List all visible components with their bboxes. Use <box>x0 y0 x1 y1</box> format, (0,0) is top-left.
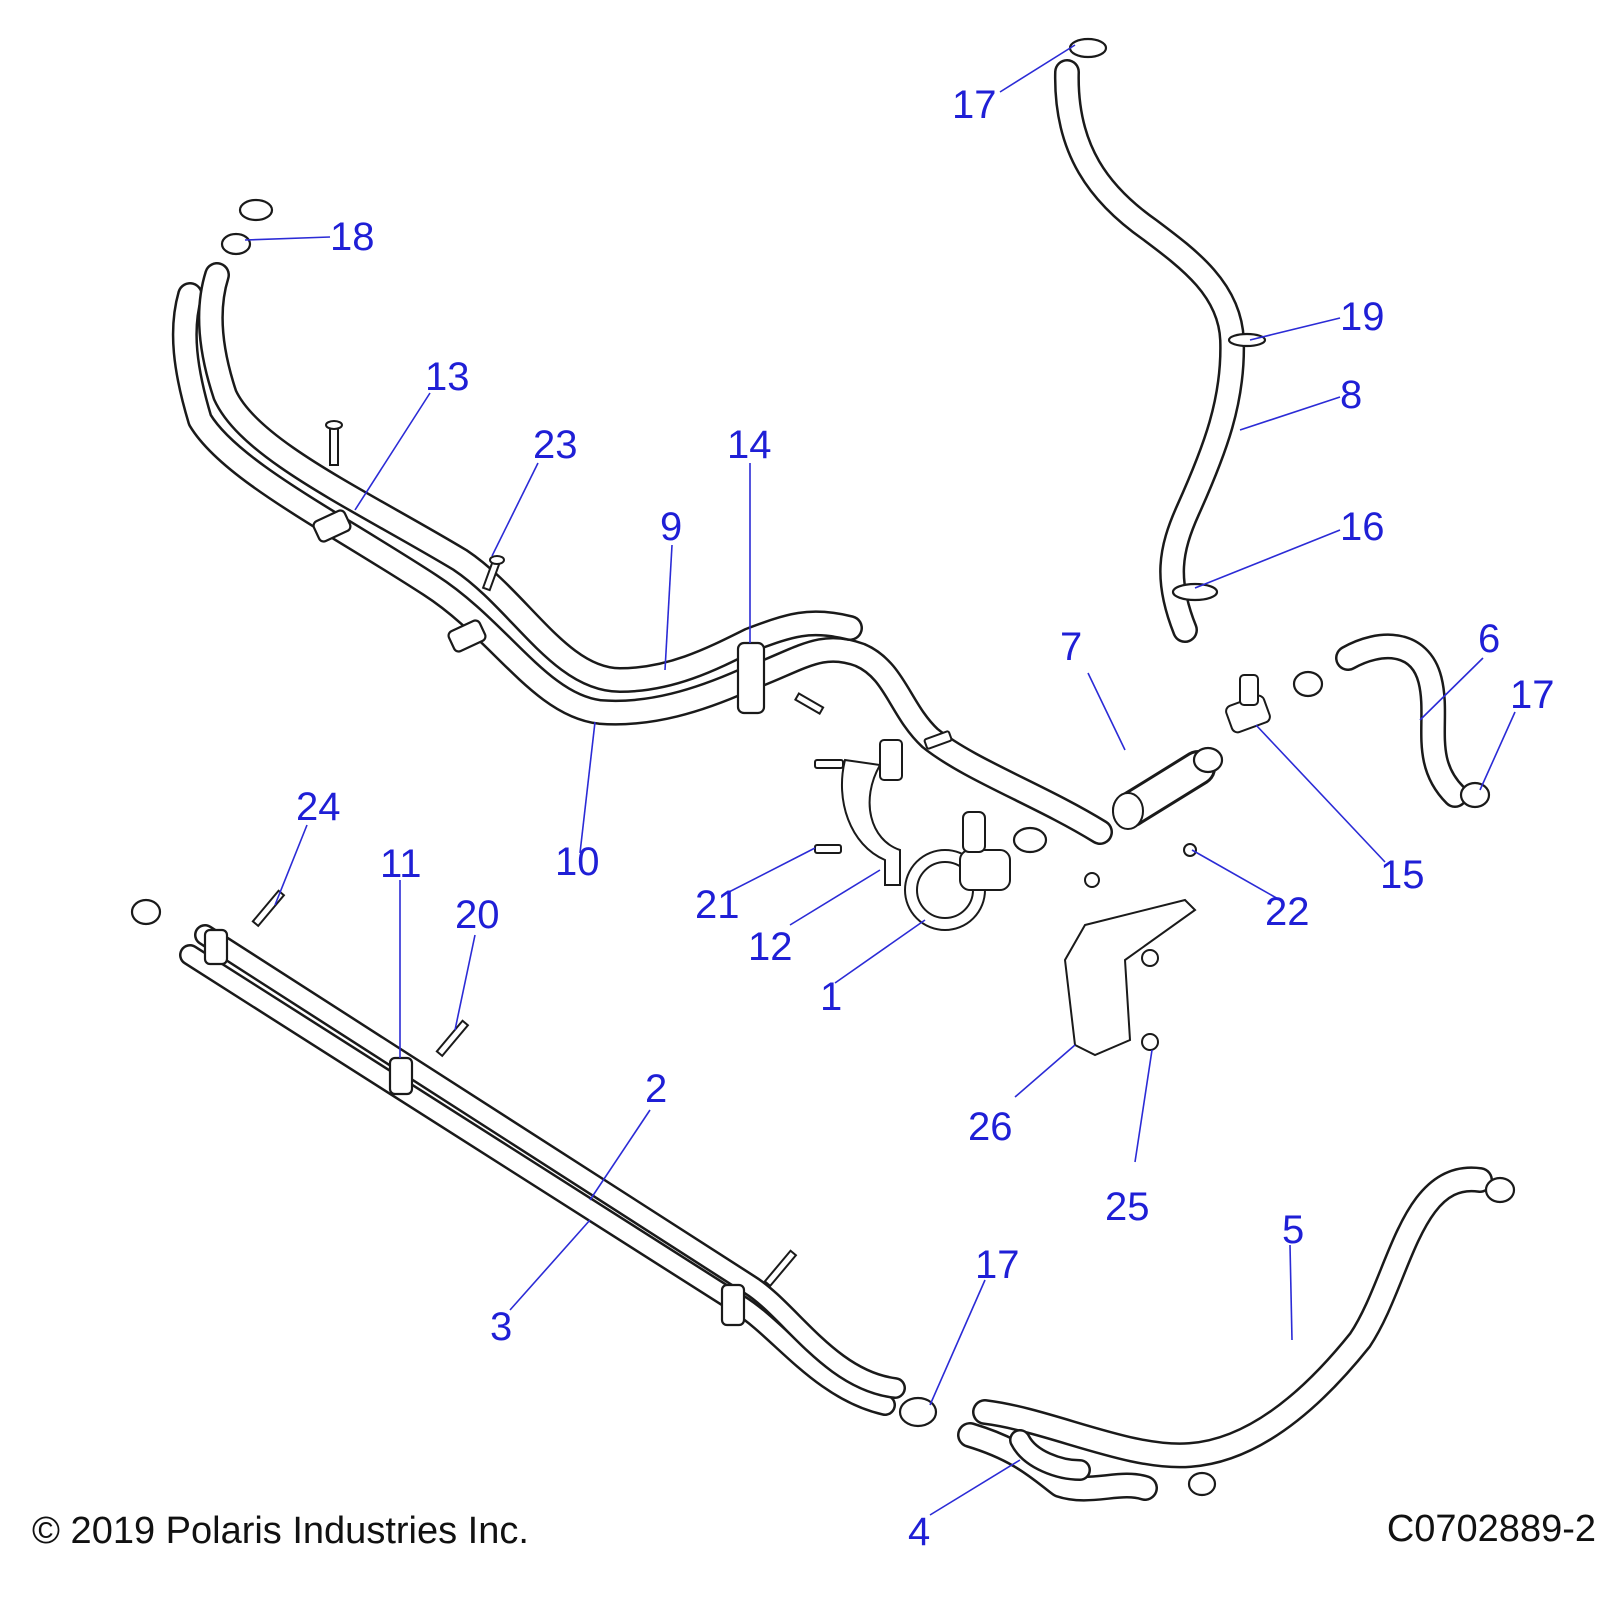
bolt-misc <box>794 692 953 769</box>
clamp-2-end <box>130 898 162 926</box>
hose-8 <box>1053 59 1246 643</box>
clamp-11-a <box>203 928 229 966</box>
callout-20: 20 <box>455 893 500 937</box>
clamp-19 <box>1227 332 1267 348</box>
callout-21: 21 <box>695 883 740 927</box>
hose-5 <box>972 1166 1493 1469</box>
hose-2-3 <box>179 924 906 1416</box>
callout-labels: 17 18 19 8 16 13 23 14 9 10 7 6 17 15 22… <box>296 83 1555 1554</box>
callout-9: 9 <box>660 505 682 549</box>
clamp-4-end <box>1187 1471 1217 1497</box>
screw-26-top <box>1084 872 1100 888</box>
copyright-text: © 2019 Polaris Industries Inc. <box>32 1510 529 1552</box>
pump-bracket-12 <box>841 739 903 886</box>
clamp-18 <box>220 198 274 256</box>
screw-22 <box>1183 843 1197 857</box>
callout-25: 25 <box>1105 1185 1150 1229</box>
callout-17-top: 17 <box>952 83 997 127</box>
callout-18: 18 <box>330 215 375 259</box>
callout-8: 8 <box>1340 373 1362 417</box>
clamp-13-a <box>312 509 352 543</box>
bolt-lower <box>763 1249 798 1288</box>
callout-12: 12 <box>748 925 793 969</box>
callout-22: 22 <box>1265 890 1310 934</box>
callout-2: 2 <box>645 1067 667 1111</box>
clamp-17-bottom <box>898 1396 938 1428</box>
hose-10 <box>171 282 1113 845</box>
callout-3: 3 <box>490 1305 512 1349</box>
callout-15: 15 <box>1380 853 1425 897</box>
callout-24: 24 <box>296 785 341 829</box>
callout-10: 10 <box>555 840 600 884</box>
nut-25 <box>1141 949 1159 1051</box>
callout-17-right: 17 <box>1510 673 1555 717</box>
fitting-15 <box>1225 674 1271 734</box>
hose-4 <box>957 1422 1158 1502</box>
bolt-24 <box>251 889 286 928</box>
hose-6 <box>1335 633 1468 808</box>
clamp-11-c <box>720 1283 746 1327</box>
callout-5: 5 <box>1282 1208 1304 1252</box>
clamp-5-end <box>1484 1176 1516 1204</box>
bolt-23 <box>481 555 505 592</box>
callout-11: 11 <box>380 842 422 886</box>
bracket-26 <box>1063 898 1197 1057</box>
clamps-15-pair <box>1192 670 1324 774</box>
callout-7: 7 <box>1060 625 1082 669</box>
clamp-13-b <box>447 619 487 653</box>
water-pump-1 <box>904 811 1048 931</box>
callout-6: 6 <box>1478 617 1500 661</box>
callout-16: 16 <box>1340 505 1385 549</box>
diagram-id: C0702889-2 <box>1386 1508 1596 1550</box>
callout-19: 19 <box>1340 295 1385 339</box>
callout-26: 26 <box>968 1105 1013 1149</box>
leader-lines <box>244 44 1516 1516</box>
callout-4: 4 <box>908 1510 930 1554</box>
bolt-23-a <box>325 420 343 466</box>
callout-23: 23 <box>533 423 578 467</box>
callout-14: 14 <box>727 423 772 467</box>
bolt-21 <box>814 844 842 854</box>
bolt-20 <box>435 1019 470 1058</box>
hose-7 <box>1112 750 1216 830</box>
clamp-11-b <box>388 1056 414 1096</box>
clamp-17-top <box>1068 37 1108 59</box>
callout-1: 1 <box>820 975 842 1019</box>
clamp-16 <box>1171 582 1219 602</box>
callout-13: 13 <box>425 355 470 399</box>
clamp-17-right <box>1459 781 1491 809</box>
bracket-14 <box>736 641 766 715</box>
callout-17-bottom: 17 <box>975 1243 1020 1287</box>
